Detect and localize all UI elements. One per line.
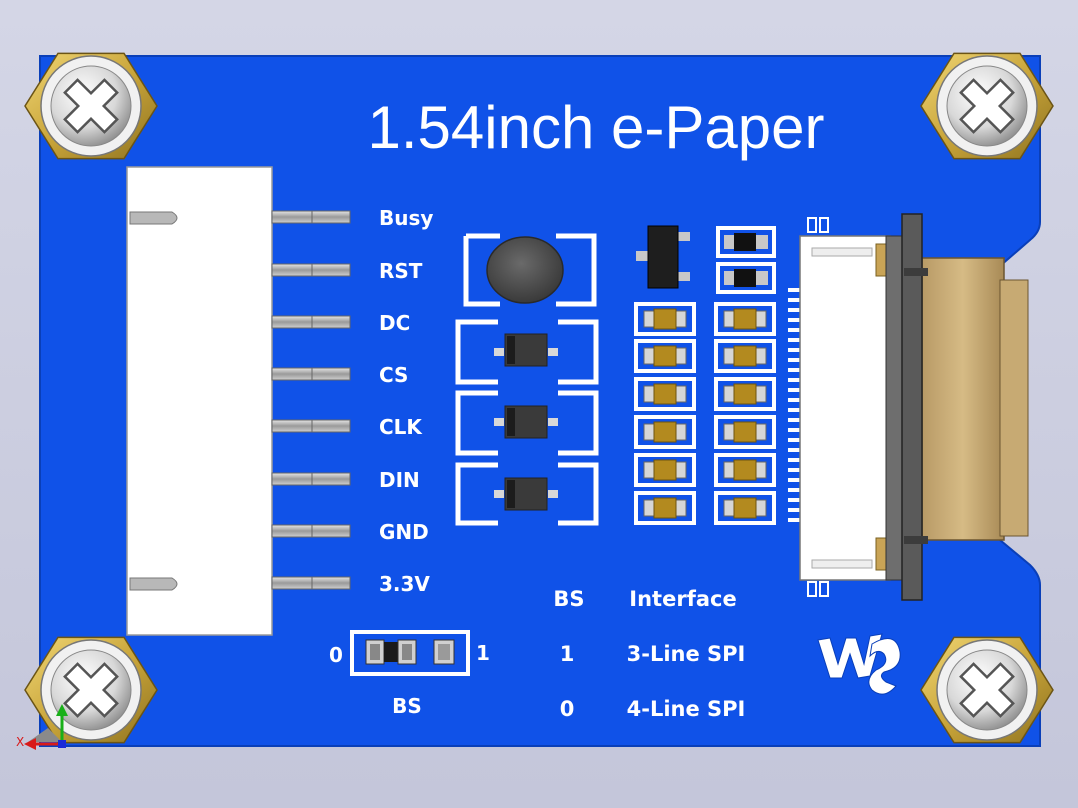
table-row-1-interface: 3-Line SPI bbox=[627, 642, 746, 666]
screw-4 bbox=[920, 636, 1054, 744]
pin-label: CS bbox=[379, 363, 408, 387]
axis-x-label: X bbox=[16, 735, 24, 749]
pin-5: CLK bbox=[271, 415, 423, 439]
transistor bbox=[636, 225, 690, 289]
pin-4: CS bbox=[271, 363, 408, 387]
capacitor bbox=[714, 453, 776, 487]
diode-3 bbox=[455, 462, 599, 526]
inductor bbox=[463, 233, 597, 307]
capacitor bbox=[714, 302, 776, 336]
table-header-interface: Interface bbox=[629, 587, 736, 611]
screw-3 bbox=[24, 636, 158, 744]
pin-8: 3.3V bbox=[271, 572, 430, 596]
capacitor-array bbox=[634, 302, 776, 525]
pin-label: RST bbox=[379, 259, 423, 283]
pin-2: RST bbox=[271, 259, 423, 283]
diode-1 bbox=[455, 319, 599, 385]
capacitor bbox=[634, 415, 696, 449]
screw-1 bbox=[24, 52, 158, 160]
pin-label: DIN bbox=[379, 468, 420, 492]
diode-2 bbox=[455, 390, 599, 456]
capacitor bbox=[634, 453, 696, 487]
pin-1: Busy bbox=[271, 206, 433, 230]
capacitor bbox=[634, 339, 696, 373]
table-row-2-bs: 0 bbox=[560, 697, 575, 721]
waveshare-logo bbox=[817, 633, 901, 695]
pin-label: DC bbox=[379, 311, 410, 335]
capacitor bbox=[634, 491, 696, 525]
pin-label: Busy bbox=[379, 206, 433, 230]
fpc-connector bbox=[788, 213, 1029, 601]
capacitor bbox=[634, 377, 696, 411]
capacitor bbox=[714, 377, 776, 411]
capacitor bbox=[714, 415, 776, 449]
pin-7: GND bbox=[271, 520, 429, 544]
small-diode-2 bbox=[716, 262, 776, 294]
jumper-label-left: 0 bbox=[329, 643, 343, 667]
pin-label: CLK bbox=[379, 415, 423, 439]
jumper-label-bs: BS bbox=[392, 694, 422, 718]
mounting-screws bbox=[24, 52, 1054, 744]
pin-label: 3.3V bbox=[379, 572, 430, 596]
pin-3: DC bbox=[271, 311, 410, 335]
bs-jumper bbox=[350, 630, 470, 676]
axis-triad: X bbox=[16, 704, 68, 750]
board-title: 1.54inch e-Paper bbox=[368, 94, 825, 161]
pin-header-connector bbox=[126, 166, 273, 636]
capacitor bbox=[634, 302, 696, 336]
pin-label: GND bbox=[379, 520, 429, 544]
screw-2 bbox=[920, 52, 1054, 160]
capacitor bbox=[714, 491, 776, 525]
table-header-bs: BS bbox=[553, 587, 584, 611]
capacitor bbox=[714, 339, 776, 373]
small-diode-1 bbox=[716, 226, 776, 258]
table-row-2-interface: 4-Line SPI bbox=[627, 697, 746, 721]
pin-6: DIN bbox=[271, 468, 420, 492]
jumper-label-right: 1 bbox=[476, 641, 490, 665]
table-row-1-bs: 1 bbox=[560, 642, 575, 666]
